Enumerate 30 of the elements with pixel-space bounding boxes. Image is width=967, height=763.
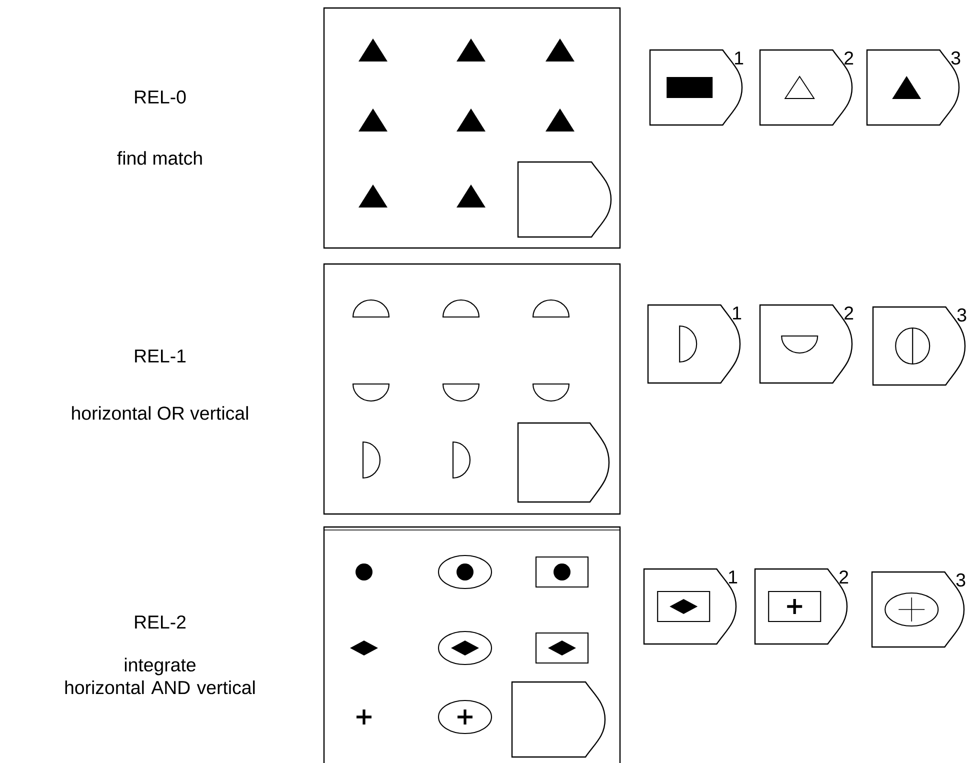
task-description: find match <box>117 151 202 165</box>
row-title: REL-1 <box>135 350 186 362</box>
puzzle-panel <box>323 263 621 515</box>
option-number: 2 <box>844 51 854 64</box>
option-card <box>754 568 848 645</box>
option-number: 2 <box>840 570 848 584</box>
option-card <box>759 49 853 126</box>
row-title: REL-2 <box>135 615 186 628</box>
option-card <box>871 571 965 648</box>
option-card <box>643 568 737 645</box>
option-card <box>872 306 966 386</box>
option-card <box>647 304 741 384</box>
option-number: 2 <box>844 306 854 320</box>
option-number: 3 <box>957 308 966 322</box>
answer-slot <box>517 161 612 238</box>
option-card <box>866 49 960 126</box>
option-number: 3 <box>951 51 960 65</box>
puzzle-panel <box>323 7 621 249</box>
answer-slot <box>517 422 610 503</box>
option-number: 1 <box>735 52 744 64</box>
row-title: REL-0 <box>135 90 186 104</box>
task-description: integrate horizontal AND vertical <box>65 658 255 694</box>
puzzle-panel <box>323 526 621 763</box>
option-number: 1 <box>733 306 742 320</box>
option-number: 3 <box>956 573 966 587</box>
option-card <box>759 304 853 384</box>
task-description: horizontal OR vertical <box>72 406 248 420</box>
answer-slot <box>511 681 606 758</box>
option-card <box>649 49 743 126</box>
option-number: 1 <box>729 570 738 584</box>
